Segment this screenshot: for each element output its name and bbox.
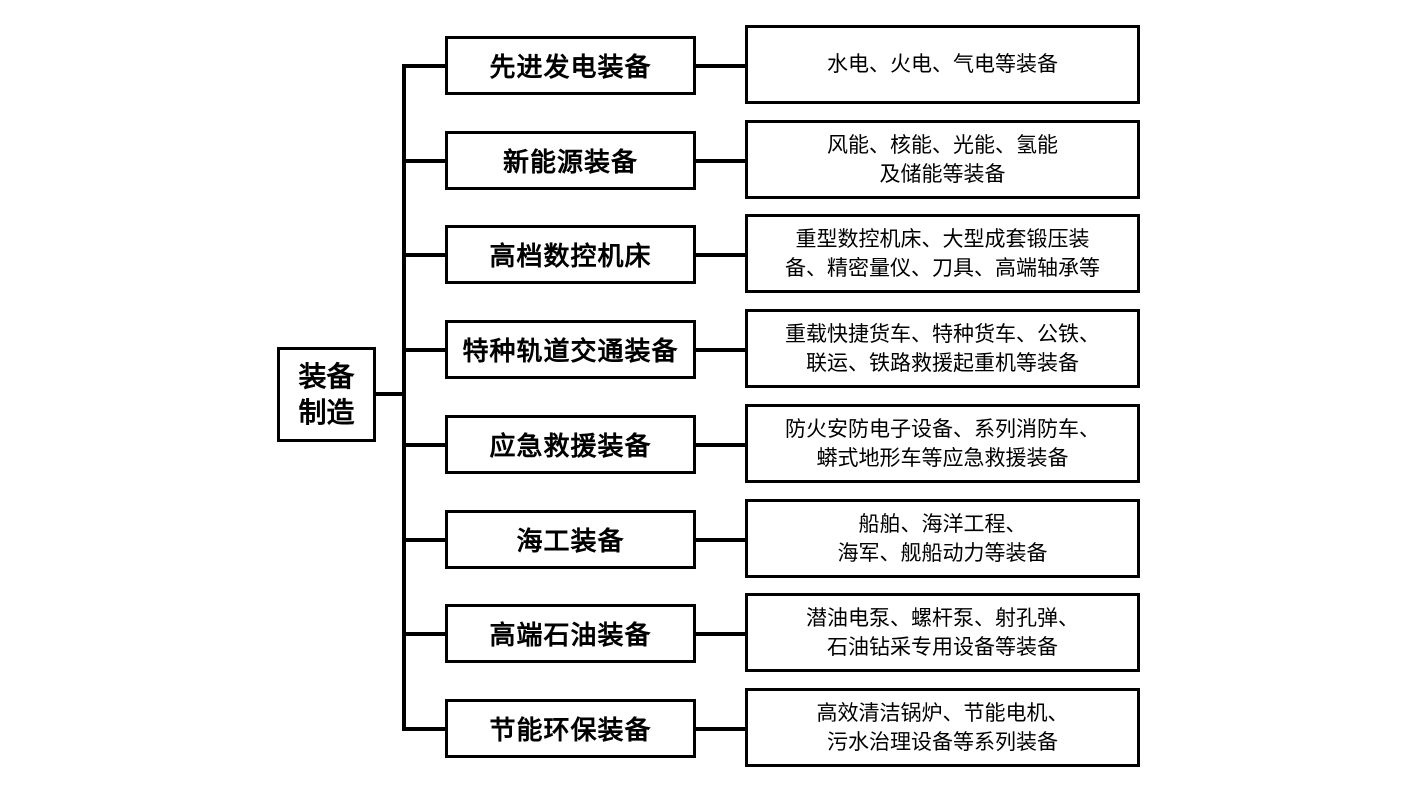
branch-connector [404,64,446,68]
detail-connector [696,159,746,163]
detail-node: 重型数控机床、大型成套锻压装 备、精密量仪、刀具、高端轴承等 [745,214,1140,293]
detail-node: 船舶、海洋工程、 海军、舰船动力等装备 [745,499,1140,578]
detail-node: 水电、火电、气电等装备 [745,25,1140,104]
detail-node: 风能、核能、光能、氢能 及储能等装备 [745,120,1140,199]
branch-connector [404,538,446,542]
detail-connector [696,253,746,257]
category-node: 应急救援装备 [445,415,696,474]
detail-connector [696,727,746,731]
category-node: 新能源装备 [445,131,696,190]
root-label: 装备制造 [298,359,355,429]
category-node: 高端石油装备 [445,604,696,663]
detail-connector [696,443,746,447]
category-node: 节能环保装备 [445,699,696,758]
detail-connector [696,632,746,636]
category-node: 高档数控机床 [445,225,696,284]
branch-connector [404,253,446,257]
branch-connector [404,348,446,352]
detail-node: 潜油电泵、螺杆泵、射孔弹、 石油钻采专用设备等装备 [745,593,1140,672]
trunk-line [402,64,406,731]
detail-connector [696,538,746,542]
detail-connector [696,64,746,68]
root-connector [376,392,404,396]
category-node: 特种轨道交通装备 [445,320,696,379]
root-node: 装备制造 [277,347,376,442]
branch-connector [404,727,446,731]
branch-connector [404,443,446,447]
category-node: 海工装备 [445,510,696,569]
category-node: 先进发电装备 [445,36,696,95]
branch-connector [404,632,446,636]
branch-connector [404,159,446,163]
detail-node: 防火安防电子设备、系列消防车、 蟒式地形车等应急救援装备 [745,404,1140,483]
detail-node: 重载快捷货车、特种货车、公铁、 联运、铁路救援起重机等装备 [745,309,1140,388]
detail-connector [696,348,746,352]
detail-node: 高效清洁锅炉、节能电机、 污水治理设备等系列装备 [745,688,1140,767]
